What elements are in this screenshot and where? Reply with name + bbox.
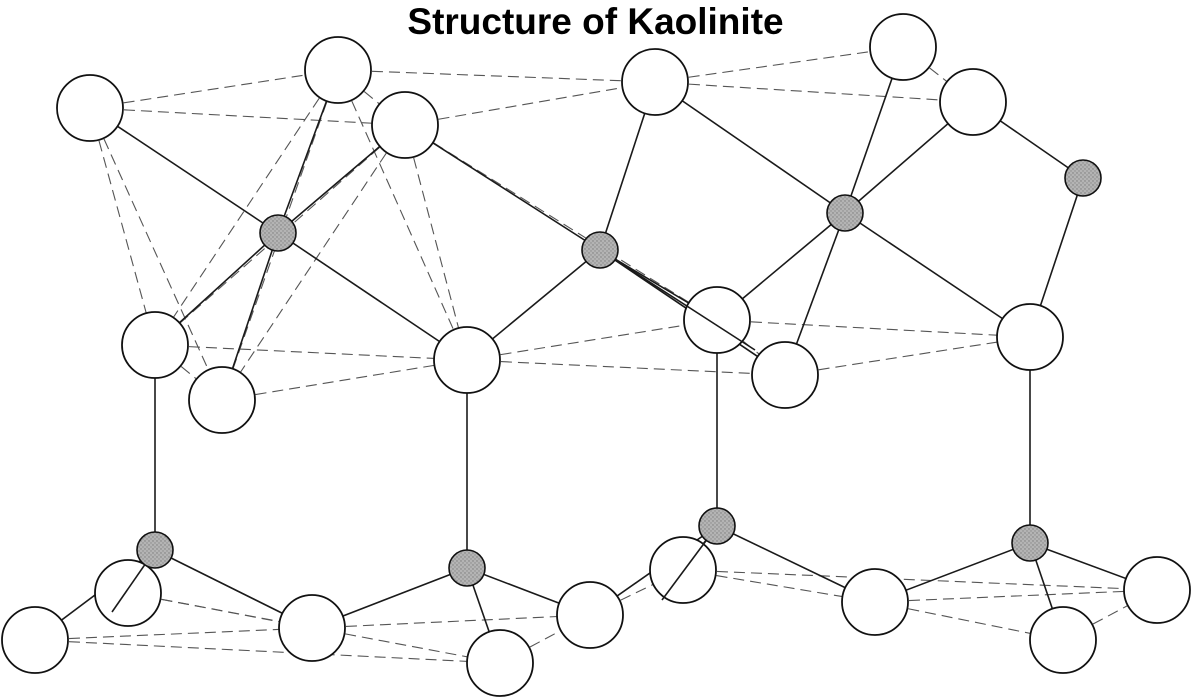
- dashed-bond: [154, 69, 339, 346]
- dashed-bond: [654, 46, 904, 83]
- oxygen-atom: [996, 303, 1064, 371]
- solid-bond: [654, 81, 846, 214]
- dashed-bond: [466, 319, 718, 361]
- dashed-bond: [154, 344, 468, 361]
- metal-atom: [581, 231, 619, 269]
- oxygen-atom: [869, 13, 937, 81]
- dashed-bond: [337, 69, 468, 361]
- dashed-bond: [466, 359, 786, 376]
- dashed-bond: [654, 81, 974, 103]
- dashed-bond: [89, 107, 406, 126]
- oxygen-atom: [1123, 556, 1191, 624]
- oxygen-atom: [56, 74, 124, 142]
- diagram-title: Structure of Kaolinite: [407, 1, 784, 42]
- dashed-bond: [34, 639, 501, 664]
- metal-atom: [826, 194, 864, 232]
- oxygen-atom: [556, 581, 624, 649]
- dashed-bond: [221, 359, 468, 401]
- oxygen-atom: [751, 341, 819, 409]
- metal-atoms: [136, 159, 1102, 587]
- solid-bond: [844, 212, 1031, 338]
- dashed-bond: [716, 319, 1031, 338]
- oxygen-atom: [94, 559, 162, 627]
- oxygen-atom: [1, 606, 69, 674]
- oxygen-atom: [121, 311, 189, 379]
- dashed-bond: [682, 569, 1158, 591]
- oxygen-atom: [683, 286, 751, 354]
- oxygen-atom: [649, 536, 717, 604]
- oxygen-atom: [433, 326, 501, 394]
- metal-atom: [1011, 524, 1049, 562]
- oxygen-atom: [841, 568, 909, 636]
- oxygen-atom: [304, 36, 372, 104]
- dashed-bond: [34, 627, 313, 641]
- dashed-bond: [311, 614, 591, 629]
- metal-atom: [698, 507, 736, 545]
- oxygen-atoms: [1, 13, 1191, 697]
- dashed-bond: [89, 69, 339, 109]
- solid-bond: [277, 232, 468, 361]
- metal-atom: [259, 214, 297, 252]
- oxygen-atom: [278, 594, 346, 662]
- dashed-bond: [89, 107, 156, 346]
- dashed-bonds: [34, 46, 1158, 664]
- oxygen-atom: [1029, 606, 1097, 674]
- solid-bond: [599, 249, 756, 351]
- metal-atom: [448, 549, 486, 587]
- dashed-bond: [404, 81, 656, 126]
- dashed-bond: [404, 124, 468, 361]
- metal-atom: [136, 531, 174, 569]
- oxygen-atom: [939, 68, 1007, 136]
- solid-bond: [89, 107, 279, 234]
- dashed-bond: [337, 69, 656, 83]
- oxygen-atom: [621, 48, 689, 116]
- oxygen-atom: [371, 91, 439, 159]
- solid-bond: [404, 124, 601, 251]
- oxygen-atom: [466, 629, 534, 697]
- metal-atom: [1064, 159, 1102, 197]
- dashed-bond: [874, 589, 1158, 603]
- dashed-bond: [154, 124, 406, 346]
- dashed-bond: [221, 124, 406, 401]
- dashed-bond: [89, 107, 223, 401]
- dashed-bond: [784, 336, 1031, 376]
- solid-bonds: [34, 46, 1158, 664]
- oxygen-atom: [188, 366, 256, 434]
